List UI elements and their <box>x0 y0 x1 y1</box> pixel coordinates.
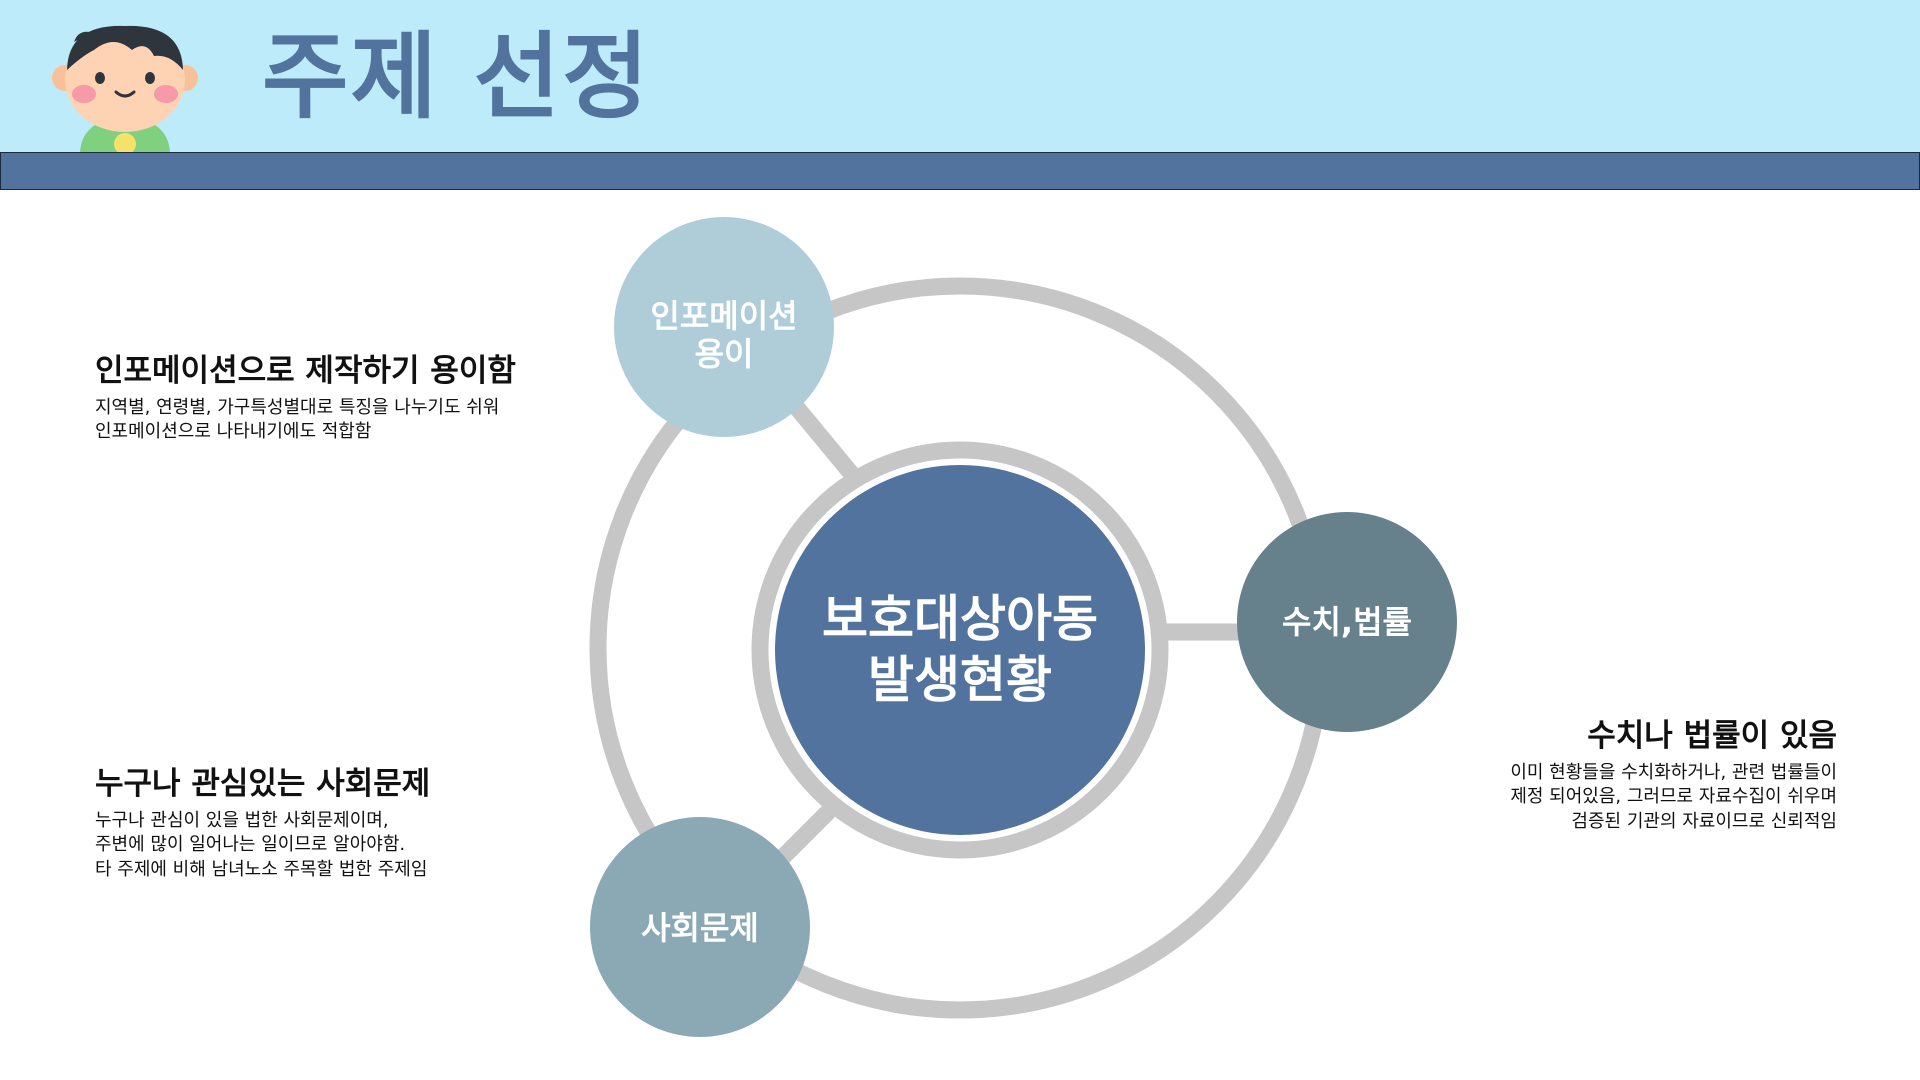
description-statistics-law: 수치나 법률이 있음 이미 현황들을 수치화하거나, 관련 법률들이 제정 되어… <box>1510 710 1837 834</box>
center-node <box>775 465 1145 835</box>
center-node-line1: 보호대상아동 <box>822 590 1098 648</box>
description-text: 지역별, 연령별, 가구특성별대로 특징을 나누기도 쉬워 인포메이션으로 나타… <box>95 397 500 443</box>
node-bottom-label: 사회문제 <box>590 896 810 956</box>
description-title: 인포메이션으로 제작하기 용이함 <box>95 353 516 389</box>
boy-face-icon <box>52 25 198 152</box>
description-title: 누구나 관심있는 사회문제 <box>95 766 431 802</box>
node-top-circle <box>614 217 834 437</box>
node-bottom-text: 사회문제 <box>641 909 759 947</box>
node-top-line2: 용이 <box>694 335 754 373</box>
description-text: 이미 현황들을 수치화하거나, 관련 법률들이 제정 되어있음, 그러므로 자료… <box>1510 762 1837 832</box>
description-text: 누구나 관심이 있을 법한 사회문제이며, 주변에 많이 일어나는 일이므로 알… <box>95 810 428 880</box>
node-top-line1: 인포메이션 <box>650 296 798 335</box>
description-social-issue: 누구나 관심있는 사회문제 누구나 관심이 있을 법한 사회문제이며, 주변에 … <box>95 758 430 882</box>
description-information: 인포메이션으로 제작하기 용이함 지역별, 연령별, 가구특성별대로 특징을 나… <box>95 345 516 445</box>
connector-top <box>786 397 862 484</box>
node-right-text: 수치,법률 <box>1282 603 1412 641</box>
description-title: 수치나 법률이 있음 <box>1587 718 1837 754</box>
header-bar <box>0 152 1920 190</box>
center-node-label: 보호대상아동 발생현황 <box>775 590 1145 710</box>
header-band <box>0 0 1920 152</box>
center-node-line2: 발생현황 <box>868 651 1052 709</box>
node-top-label: 인포메이션 용이 <box>614 290 834 380</box>
node-bottom-circle <box>590 817 810 1037</box>
node-right-label: 수치,법률 <box>1237 590 1457 650</box>
node-right-circle <box>1237 512 1457 732</box>
page-title: 주제 선정 <box>262 23 651 132</box>
